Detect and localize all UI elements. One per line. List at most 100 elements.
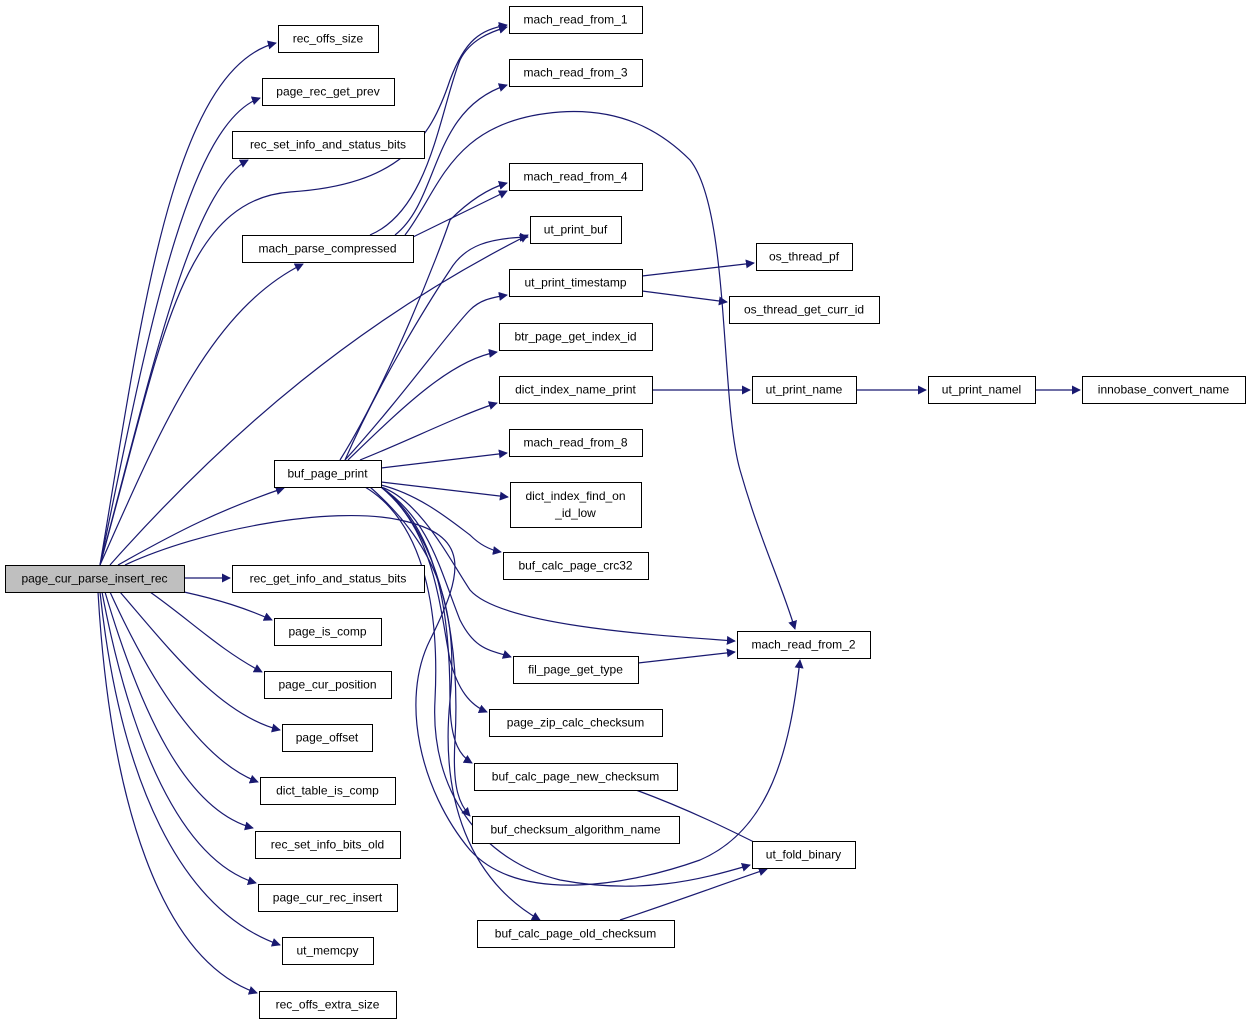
node-label: mach_read_from_4 <box>523 170 627 184</box>
node-mach-read-from-8[interactable]: mach_read_from_8 <box>509 429 643 457</box>
node-rec-set-info-and-status-bits[interactable]: rec_set_info_and_status_bits <box>232 131 425 159</box>
node-box <box>282 724 373 752</box>
node-dict-table-is-comp[interactable]: dict_table_is_comp <box>260 777 396 805</box>
node-label: buf_calc_page_old_checksum <box>495 927 656 941</box>
edge-mach-parse-compressed-to-mach-read-from-4 <box>412 190 508 238</box>
node-ut-fold-binary[interactable]: ut_fold_binary <box>752 841 856 869</box>
node-label: _id_low <box>554 506 596 520</box>
edge-mach-parse-compressed-to-mach-read-from-2 <box>404 110 797 630</box>
edge-page-cur-parse-insert-rec-to-mach-parse-compressed <box>99 263 304 566</box>
node-box <box>756 243 853 271</box>
node-ut-print-namel[interactable]: ut_print_namel <box>928 376 1036 404</box>
node-mach-read-from-4[interactable]: mach_read_from_4 <box>509 163 643 191</box>
node-ut-print-buf[interactable]: ut_print_buf <box>530 216 622 244</box>
edge-page-cur-parse-insert-rec-to-page-offset <box>119 591 281 733</box>
edge-page-cur-parse-insert-rec-to-page-is-comp <box>183 591 273 621</box>
edge-page-cur-parse-insert-rec-to-rec-set-info-bits-old <box>104 591 254 831</box>
node-buf-calc-page-new-checksum[interactable]: buf_calc_page_new_checksum <box>474 763 678 791</box>
node-label: ut_print_namel <box>942 383 1021 397</box>
node-label: buf_calc_page_new_checksum <box>492 770 659 784</box>
node-fil-page-get-type[interactable]: fil_page_get_type <box>513 656 639 684</box>
node-page-is-comp[interactable]: page_is_comp <box>274 618 382 646</box>
node-label: page_offset <box>296 731 359 745</box>
node-box <box>499 376 653 404</box>
node-page-cur-position[interactable]: page_cur_position <box>264 671 392 699</box>
node-box <box>509 59 643 87</box>
node-label: page_zip_calc_checksum <box>507 716 644 730</box>
node-rec-offs-size[interactable]: rec_offs_size <box>278 25 379 53</box>
node-label: innobase_convert_name <box>1098 383 1230 397</box>
node-label: mach_read_from_1 <box>523 13 627 27</box>
node-rec-offs-extra-size[interactable]: rec_offs_extra_size <box>259 991 397 1019</box>
node-label: ut_print_timestamp <box>524 276 626 290</box>
node-rec-get-info-and-status-bits[interactable]: rec_get_info_and_status_bits <box>232 565 425 593</box>
node-buf-calc-page-crc32[interactable]: buf_calc_page_crc32 <box>503 552 649 580</box>
node-ut-print-timestamp[interactable]: ut_print_timestamp <box>509 269 643 297</box>
node-os-thread-pf[interactable]: os_thread_pf <box>756 243 853 271</box>
node-box <box>928 376 1036 404</box>
node-rec-set-info-bits-old[interactable]: rec_set_info_bits_old <box>255 831 401 859</box>
node-label: rec_set_info_and_status_bits <box>250 138 406 152</box>
node-label: page_is_comp <box>288 625 366 639</box>
edge-page-cur-parse-insert-rec-to-ut-print-buf <box>109 234 529 566</box>
node-box <box>509 6 643 34</box>
node-ut-print-name[interactable]: ut_print_name <box>752 376 857 404</box>
node-page-rec-get-prev[interactable]: page_rec_get_prev <box>262 78 395 106</box>
node-label: page_cur_rec_insert <box>273 891 383 905</box>
edge-ut-print-timestamp-to-os-thread-pf <box>641 259 755 277</box>
node-mach-read-from-3[interactable]: mach_read_from_3 <box>509 59 643 87</box>
node-box <box>274 618 382 646</box>
node-page-zip-calc-checksum[interactable]: page_zip_calc_checksum <box>489 709 663 737</box>
node-box <box>242 235 414 263</box>
node-label: dict_table_is_comp <box>276 784 379 798</box>
edge-buf-page-print-to-dict-index-name-print <box>359 401 498 461</box>
node-page-cur-rec-insert[interactable]: page_cur_rec_insert <box>258 884 398 912</box>
edge-page-cur-parse-insert-rec-to-dict-table-is-comp <box>109 591 259 784</box>
node-mach-read-from-1[interactable]: mach_read_from_1 <box>509 6 643 34</box>
node-dict-index-name-print[interactable]: dict_index_name_print <box>499 376 653 404</box>
node-buf-page-print[interactable]: buf_page_print <box>274 460 382 488</box>
node-box <box>510 482 642 528</box>
edge-page-cur-parse-insert-rec-to-ut-memcpy <box>99 591 281 947</box>
node-page-cur-parse-insert-rec[interactable]: page_cur_parse_insert_rec <box>5 565 185 593</box>
node-buf-checksum-algorithm-name[interactable]: buf_checksum_algorithm_name <box>472 816 680 844</box>
node-box <box>264 671 392 699</box>
node-label: ut_memcpy <box>296 944 358 958</box>
node-box <box>477 920 675 948</box>
node-label: ut_print_buf <box>544 223 608 237</box>
node-os-thread-get-curr-id[interactable]: os_thread_get_curr_id <box>729 296 880 324</box>
edge-buf-page-print-to-ut-print-buf <box>344 232 529 461</box>
edge-buf-page-print-to-btr-page-get-index-id <box>347 348 498 461</box>
node-box <box>262 78 395 106</box>
node-box <box>472 816 680 844</box>
node-label: buf_checksum_algorithm_name <box>490 823 660 837</box>
edge-buf-page-print-to-mach-read-from-2 <box>380 486 736 645</box>
node-label: ut_fold_binary <box>766 848 841 862</box>
node-label: rec_offs_size <box>293 32 364 46</box>
node-btr-page-get-index-id[interactable]: btr_page_get_index_id <box>499 323 653 351</box>
edge-page-cur-parse-insert-rec-to-page-cur-position <box>149 591 263 673</box>
node-label: ut_print_name <box>766 383 843 397</box>
node-label: dict_index_find_on <box>525 489 625 503</box>
node-label: rec_get_info_and_status_bits <box>250 572 407 586</box>
node-box <box>260 777 396 805</box>
node-box <box>509 429 643 457</box>
node-buf-calc-page-old-checksum[interactable]: buf_calc_page_old_checksum <box>477 920 675 948</box>
node-label: page_rec_get_prev <box>276 85 379 99</box>
node-mach-read-from-2[interactable]: mach_read_from_2 <box>737 631 871 659</box>
node-box <box>513 656 639 684</box>
edge-page-cur-parse-insert-rec-to-buf-page-print <box>117 486 285 566</box>
node-innobase-convert-name[interactable]: innobase_convert_name <box>1082 376 1246 404</box>
node-ut-memcpy[interactable]: ut_memcpy <box>282 937 374 965</box>
node-mach-parse-compressed[interactable]: mach_parse_compressed <box>242 235 414 263</box>
edge-buf-page-print-to-buf-calc-page-crc32 <box>380 484 502 555</box>
node-box <box>499 323 653 351</box>
edge-page-cur-parse-insert-rec-to-page-cur-rec-insert <box>101 591 257 885</box>
edge-layer <box>97 22 1081 995</box>
edge-page-cur-parse-insert-rec-to-rec-offs-extra-size <box>97 591 258 995</box>
node-box <box>259 991 397 1019</box>
node-page-offset[interactable]: page_offset <box>282 724 373 752</box>
node-box <box>232 565 425 593</box>
node-dict-index-find-on-id-low[interactable]: dict_index_find_on _id_low <box>510 482 642 528</box>
